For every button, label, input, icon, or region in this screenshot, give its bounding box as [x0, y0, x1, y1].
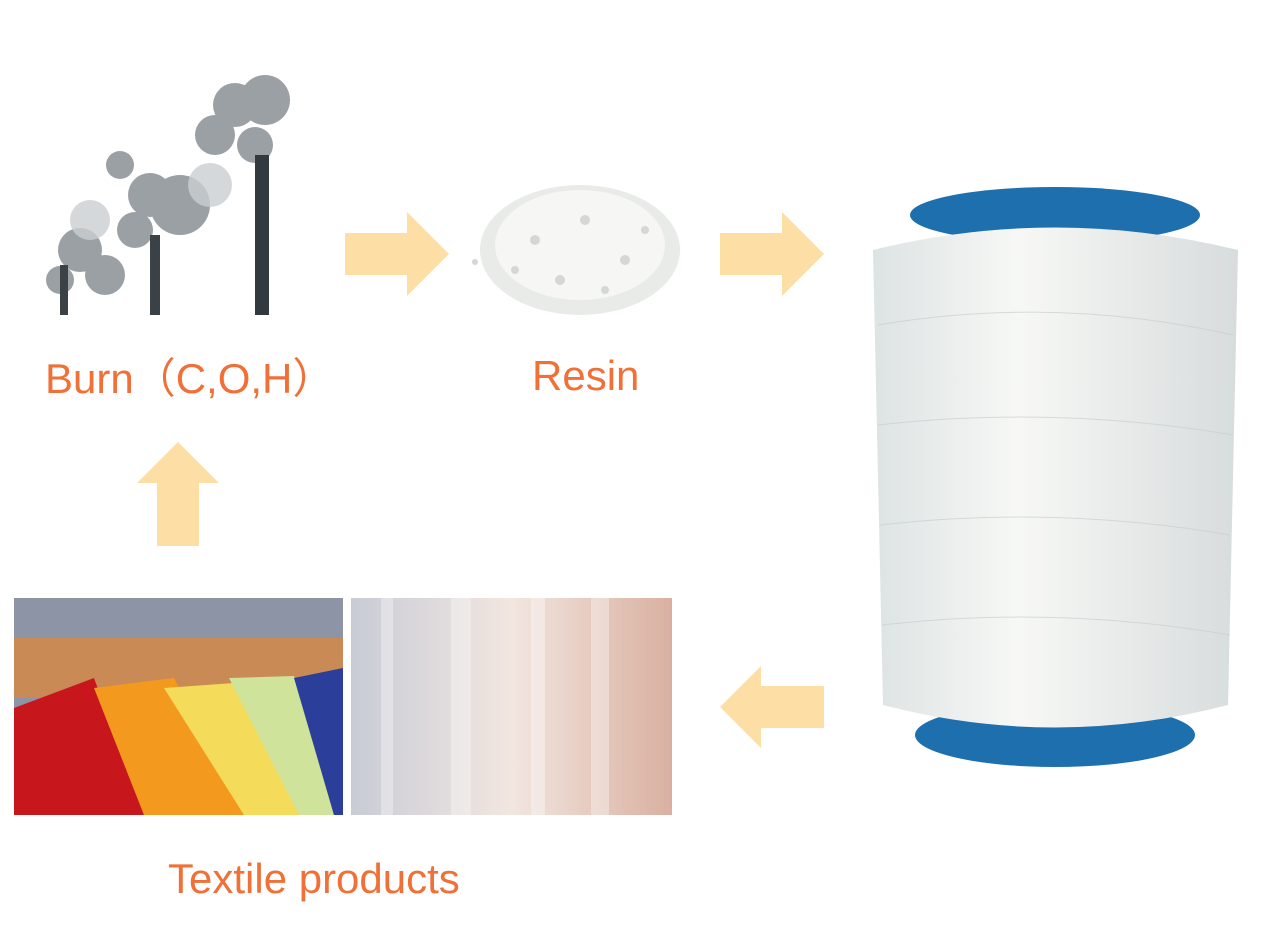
arrow-up-icon	[137, 442, 219, 546]
arrow-left-icon	[720, 666, 824, 748]
resin-pellets-image	[472, 185, 680, 315]
curtains-image	[351, 598, 672, 815]
shirts-image	[14, 598, 343, 815]
textile-products-label: Textile products	[168, 855, 460, 902]
resin-label: Resin	[532, 352, 640, 399]
smokestacks-image	[46, 75, 290, 315]
yarn-spool-image	[873, 187, 1238, 767]
burn-label: Burn（C,O,H）	[45, 355, 335, 402]
arrow-right-icon	[345, 212, 449, 296]
arrow-right-icon	[720, 212, 824, 296]
